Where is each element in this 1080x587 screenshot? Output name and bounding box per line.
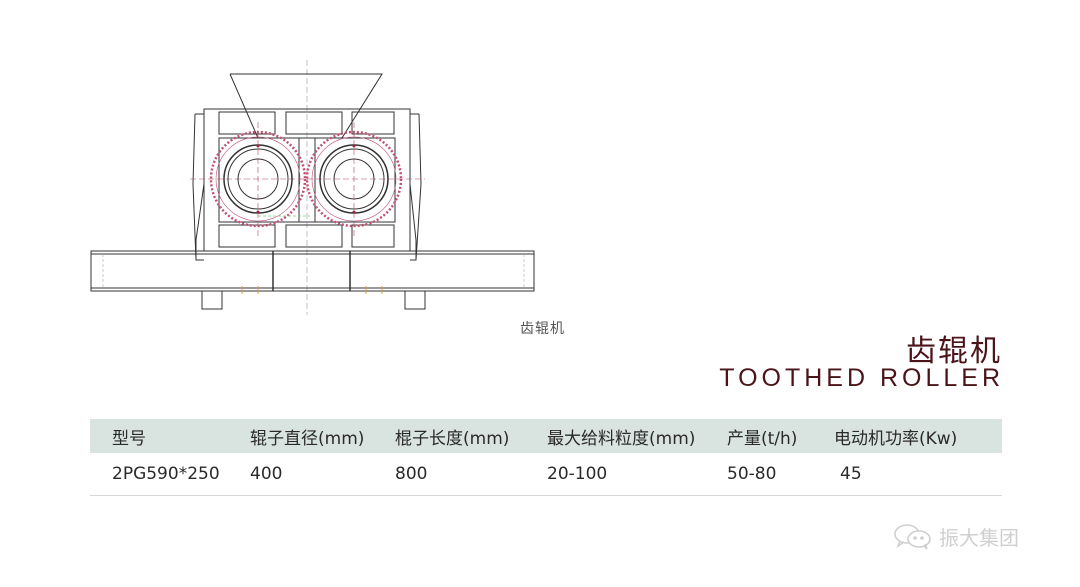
column-header-max-feed-size: 最大给料粒度(mm) [547, 419, 727, 453]
column-header-model: 型号 [90, 419, 250, 453]
cell-model: 2PG590*250 [90, 453, 250, 496]
cell-capacity: 50-80 [727, 453, 834, 496]
watermark: 振大集团 [893, 522, 1019, 551]
wechat-icon [893, 523, 933, 550]
spec-table: 型号 辊子直径(mm) 棍子长度(mm) 最大给料粒度(mm) 产量(t/h) … [90, 419, 1002, 496]
column-header-roller-length: 棍子长度(mm) [395, 419, 547, 453]
table-header-row: 型号 辊子直径(mm) 棍子长度(mm) 最大给料粒度(mm) 产量(t/h) … [90, 419, 1002, 453]
product-title-cn: 齿辊机 [906, 334, 1002, 369]
product-title-en: TOOTHED ROLLER [719, 364, 1004, 392]
cell-roller-length: 800 [395, 453, 547, 496]
cell-max-feed-size: 20-100 [547, 453, 727, 496]
column-header-capacity: 产量(t/h) [727, 419, 834, 453]
toothed-roller-drawing [80, 60, 550, 320]
drawing-caption: 齿辊机 [520, 321, 565, 337]
cell-motor-power: 45 [834, 453, 1002, 496]
column-header-roller-diameter: 辊子直径(mm) [250, 419, 395, 453]
table-row: 2PG590*250 400 800 20-100 50-80 45 [90, 453, 1002, 496]
cell-roller-diameter: 400 [250, 453, 395, 496]
column-header-motor-power: 电动机功率(Kw) [834, 419, 1002, 453]
watermark-text: 振大集团 [939, 526, 1019, 550]
